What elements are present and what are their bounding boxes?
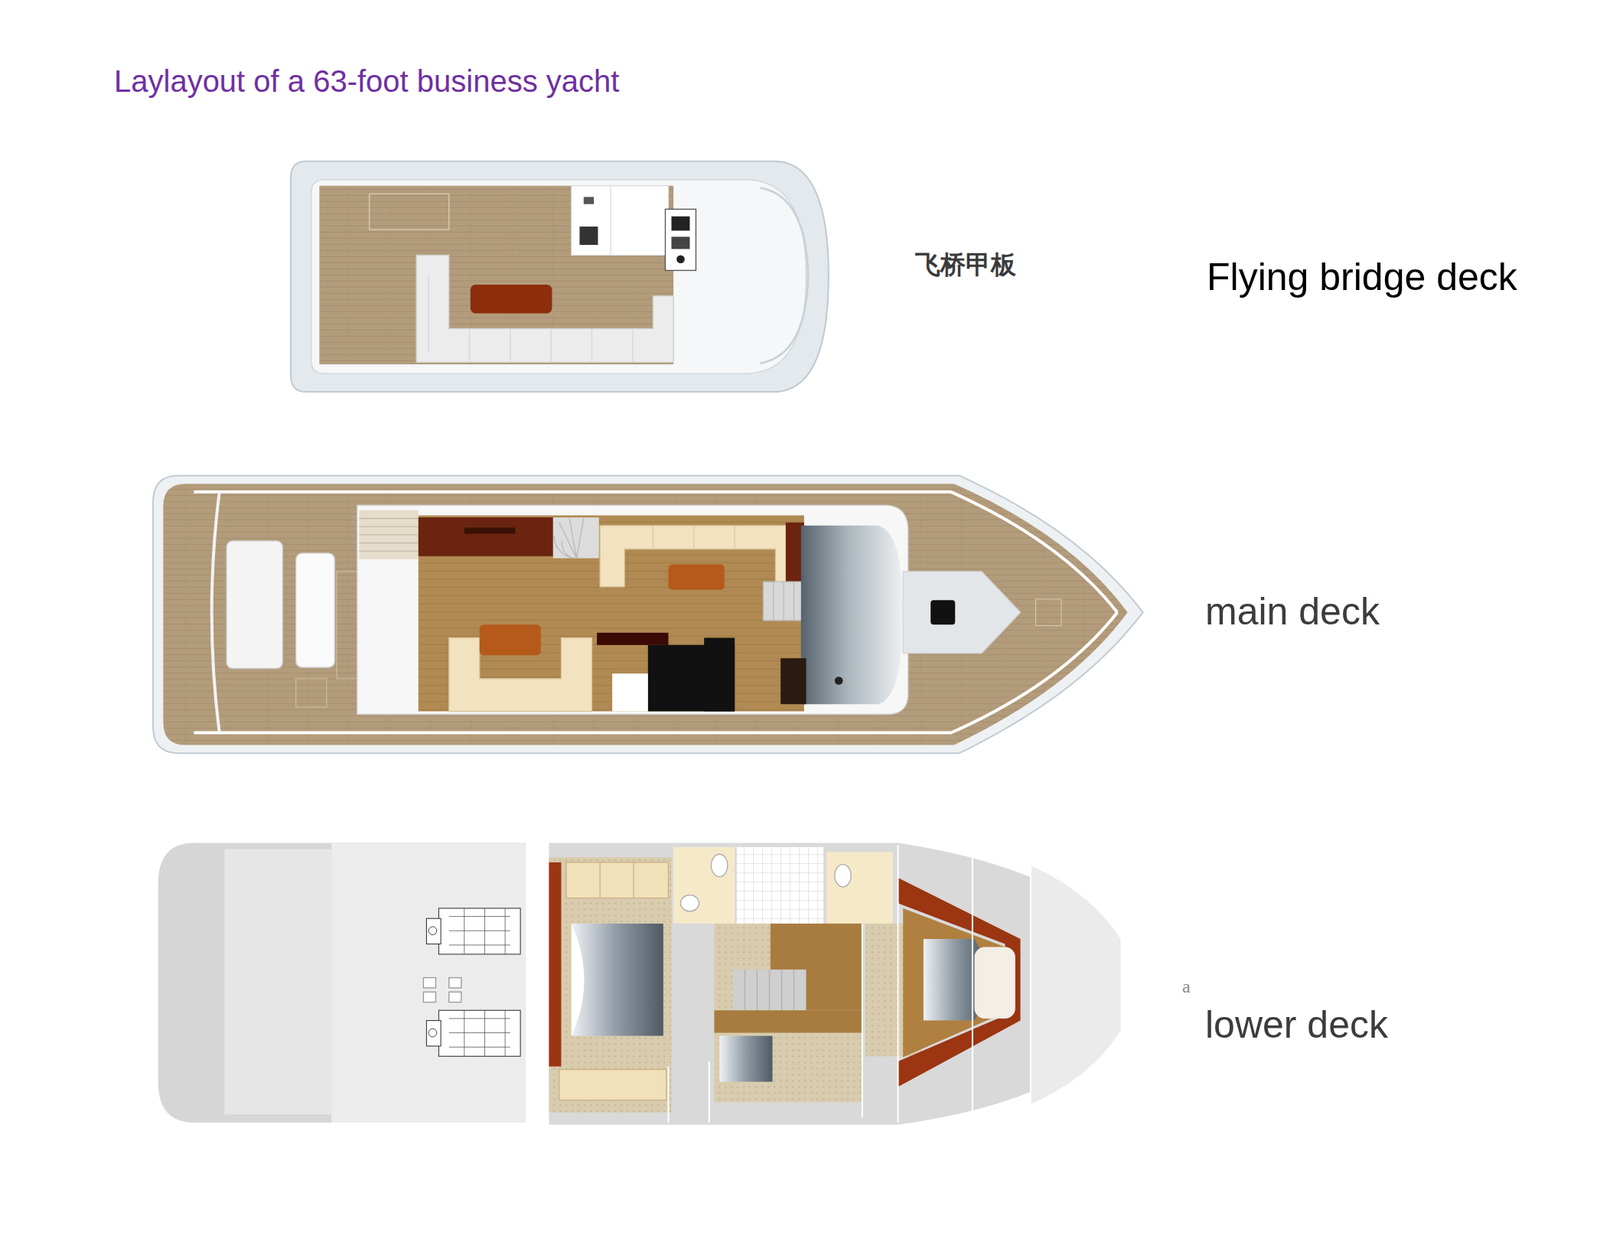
flying-bridge-plan	[470, 284, 553, 313]
flying-bridge-plan	[664, 208, 696, 271]
engine-symbol	[438, 1010, 521, 1056]
flying-bridge-plan	[759, 187, 809, 363]
engine-symbol	[449, 908, 511, 955]
flying-bridge-plan	[290, 161, 829, 392]
flying-bridge-plan	[319, 185, 674, 365]
engine-symbol	[449, 1010, 511, 1056]
lower-deck-plan	[158, 843, 526, 1123]
main-deck-plan	[193, 492, 1118, 734]
main-deck-plan	[612, 673, 649, 711]
flying-bridge-plan	[676, 254, 685, 264]
main-deck-plan	[834, 676, 844, 685]
lower-deck-plan	[331, 843, 525, 1123]
flying-bridge-plan	[579, 226, 598, 245]
flying-bridge-plan	[571, 185, 669, 256]
main-deck-plan	[780, 658, 806, 704]
lower-deck-plan	[719, 1036, 773, 1082]
deck-name: 飞桥甲板	[915, 249, 1017, 281]
lower-deck-plan	[548, 862, 561, 1067]
main-deck-plan	[902, 571, 1020, 654]
lower-deck-plan	[559, 1069, 667, 1101]
main-deck-plan	[211, 492, 220, 734]
lower-deck-plan	[834, 864, 851, 887]
lower-deck-plan	[673, 847, 735, 924]
lower-deck-plan	[548, 843, 1121, 1125]
engine-symbol	[438, 908, 521, 955]
flying-bridge-plan	[671, 216, 690, 232]
main-deck-plan	[652, 525, 735, 550]
lower-deck-plan	[713, 923, 862, 1102]
lower-deck-plan	[744, 969, 794, 1011]
deck-name: lower deck	[1205, 1001, 1389, 1048]
lower-deck-plan	[826, 852, 893, 924]
flying-bridge-plan	[416, 254, 674, 362]
main-deck-plan	[553, 518, 584, 558]
flying-bridge-plan	[583, 196, 594, 204]
lower-deck-plan	[732, 969, 806, 1011]
lower-deck-plan	[974, 947, 1016, 1019]
stray-mark: a	[1182, 975, 1191, 998]
flying-bridge-plan	[609, 185, 611, 256]
main-deck-plan	[703, 638, 735, 712]
main-deck-plan	[153, 475, 1144, 753]
lower-deck-plan	[566, 862, 669, 899]
engine-symbol	[428, 926, 437, 936]
lower-deck-plan	[449, 977, 462, 988]
lower-deck-plan	[710, 853, 727, 877]
main-deck-plan	[418, 517, 554, 557]
lower-deck-plan	[548, 857, 672, 1112]
flying-bridge-plan	[290, 161, 829, 392]
lower-deck-plan	[571, 923, 585, 1037]
lower-deck-plan	[680, 895, 699, 912]
lower-deck-plan	[668, 844, 1030, 1123]
main-deck-plan	[479, 624, 541, 655]
lower-deck-plan	[449, 991, 462, 1002]
main-deck-plan	[418, 514, 805, 711]
main-deck-plan	[358, 518, 418, 551]
lower-deck-plan	[571, 923, 664, 1037]
diagram-title: Laylayout of a 63-foot business yacht	[114, 62, 620, 100]
main-deck-plan	[801, 525, 903, 704]
main-deck-plan	[226, 540, 283, 669]
engine-symbol	[426, 908, 521, 955]
main-deck-plan	[296, 678, 327, 708]
flying-bridge-plan	[428, 275, 633, 362]
main-deck-plan	[773, 581, 805, 621]
main-deck-plan	[162, 483, 1128, 745]
main-deck-plan	[153, 475, 1144, 753]
engine-symbol	[426, 1020, 441, 1047]
lower-deck-plan	[1030, 865, 1121, 1105]
main-deck-plan	[1036, 599, 1062, 626]
deck-name: Flying bridge deck	[1206, 254, 1518, 300]
engine-symbol	[426, 918, 441, 944]
lower-deck-plan	[158, 843, 1121, 1125]
flying-bridge-plan	[671, 236, 690, 249]
lower-deck-plan	[423, 977, 436, 988]
lower-deck-plan	[898, 877, 1021, 1087]
flying-bridge-plan	[369, 193, 450, 230]
engine-symbol	[428, 1028, 437, 1037]
flying-bridge-plan	[311, 179, 807, 374]
main-deck-plan	[357, 505, 909, 714]
main-deck-plan	[464, 527, 516, 534]
main-deck-plan	[358, 510, 418, 560]
deck-name: main deck	[1205, 588, 1380, 635]
lower-deck-plan	[224, 843, 525, 1123]
lower-deck-plan	[423, 991, 436, 1002]
main-deck-plan	[596, 632, 669, 646]
main-deck-plan	[668, 563, 724, 590]
lower-deck-plan	[713, 1010, 862, 1033]
main-deck-plan	[296, 553, 336, 668]
main-deck-plan	[930, 599, 955, 625]
lower-deck-plan	[599, 862, 634, 899]
main-deck-plan	[553, 517, 600, 558]
engine-symbol	[426, 1010, 521, 1056]
